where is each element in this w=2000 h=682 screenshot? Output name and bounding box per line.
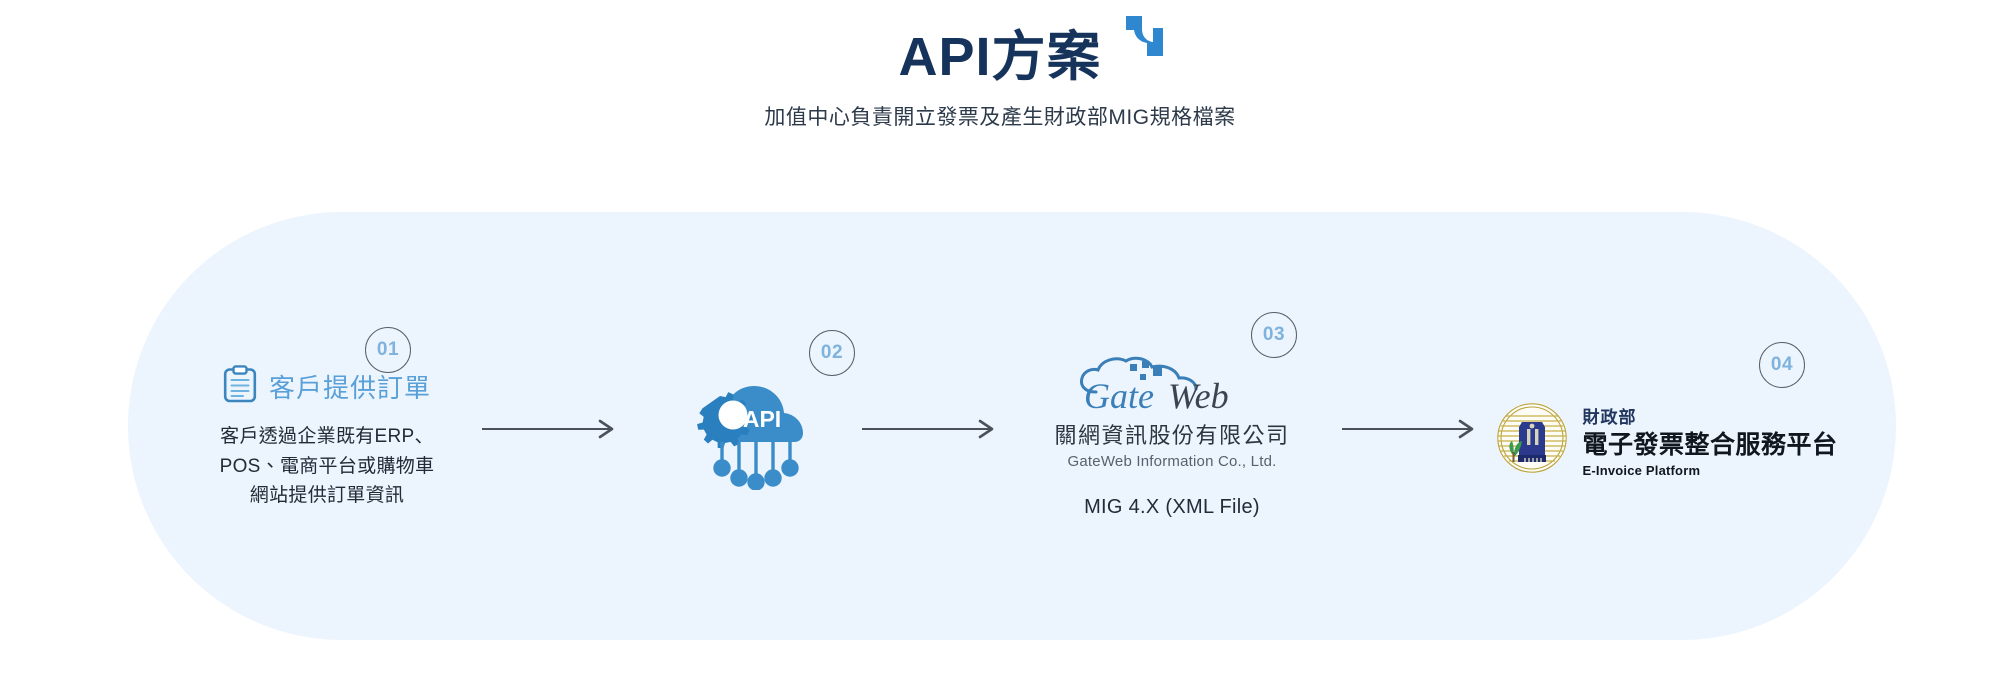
gateweb-company-zh: 關網資訊股份有限公司: [1054, 422, 1290, 448]
page-subtitle: 加值中心負責開立發票及產生財政部MIG規格檔案: [764, 106, 1236, 130]
gateweb-logo-gate-text: Gate: [1084, 376, 1154, 414]
ministry-of-finance-block: 財政部 電子發票整合服務平台 E-Invoice Platform: [1496, 402, 1837, 479]
gateweb-company-en: GateWeb Information Co., Ltd.: [1067, 452, 1277, 470]
page-title: API方案: [898, 27, 1102, 87]
api-cloud-gear-icon: API: [676, 368, 808, 495]
step-number-badge-04: 04: [1759, 341, 1805, 388]
ministry-of-finance-emblem-icon: [1496, 402, 1568, 479]
mof-platform-zh-label: 電子發票整合服務平台: [1582, 430, 1838, 459]
title-row: API方案: [898, 16, 1163, 87]
arrow-step3-to-step4: [1337, 418, 1487, 440]
gateweb-cloud-logo-icon: Gate Web: [1072, 352, 1272, 414]
page-header: API方案 加值中心負責開立發票及產生財政部MIG規格檔案: [0, 0, 2000, 131]
mof-department-label: 財政部: [1582, 407, 1637, 427]
step-number-badge-03: 03: [1251, 311, 1297, 358]
step-number-badge-01: 01: [365, 327, 411, 374]
flow-step-01: 01 客戶提供訂單 客戶透過企業既有ERP、POS、電商平台或購物車網站提供訂單…: [177, 327, 477, 510]
arrow-step2-to-step3: [857, 418, 1007, 440]
flow-step-03: 03 Gate Web 關網資訊股份有限公司 GateWeb Informati…: [1007, 311, 1337, 519]
step-blocks-decoration-icon: [1124, 14, 1164, 58]
mof-platform-en-label: E-Invoice Platform: [1582, 462, 1701, 478]
flow-step-04: 04: [1487, 341, 1847, 479]
step-01-description: 客戶透過企業既有ERP、POS、電商平台或購物車網站提供訂單資訊: [219, 426, 435, 507]
clipboard-icon: [223, 365, 257, 408]
step-01-heading-row: 客戶提供訂單: [223, 365, 431, 408]
gateweb-logo-web-text: Web: [1168, 376, 1229, 414]
flow-background-pill: [128, 212, 1896, 640]
ministry-of-finance-text: 財政部 電子發票整合服務平台 E-Invoice Platform: [1582, 403, 1837, 478]
flow-step-02: 02 API: [627, 329, 857, 495]
step-number-badge-02: 02: [809, 329, 855, 376]
step-03-description: MIG 4.X (XML File): [1084, 495, 1260, 518]
api-icon-label: API: [743, 406, 781, 432]
arrow-step1-to-step2: [477, 418, 627, 440]
step-01-heading: 客戶提供訂單: [268, 373, 431, 404]
flow-steps-container: 01 客戶提供訂單 客戶透過企業既有ERP、POS、電商平台或購物車網站提供訂單…: [128, 212, 1896, 640]
